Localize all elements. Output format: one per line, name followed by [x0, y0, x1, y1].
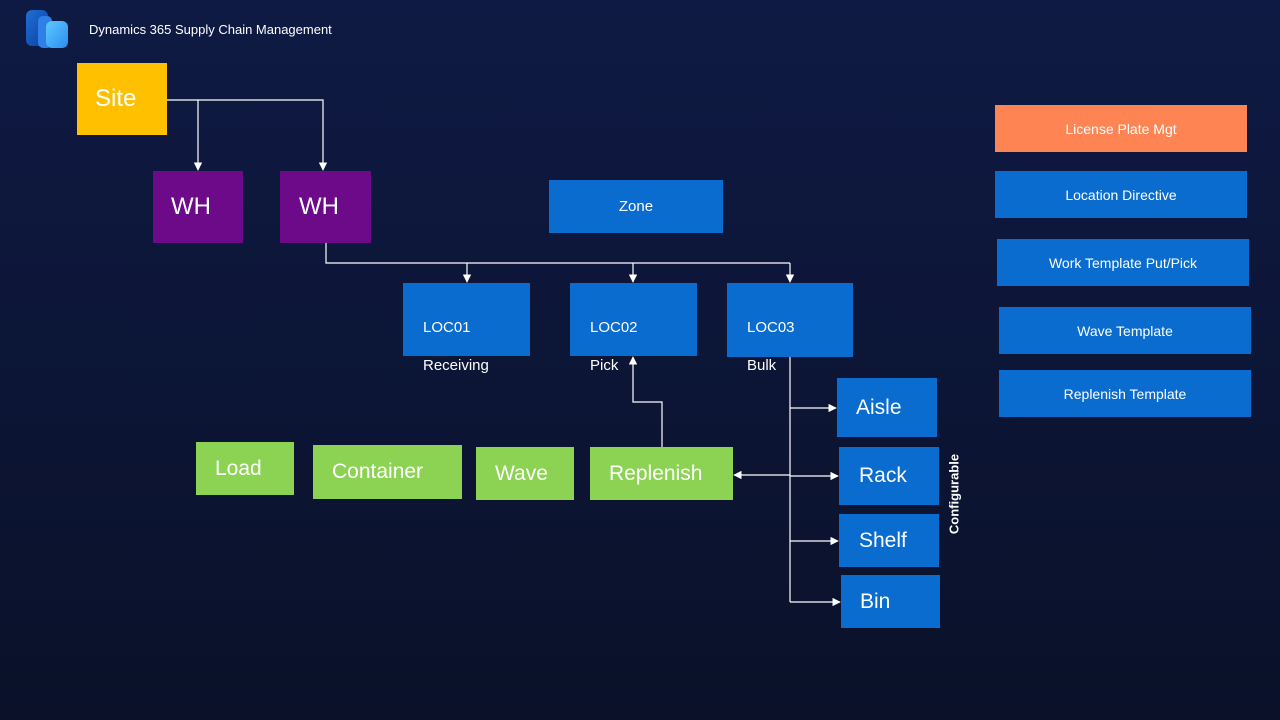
side-item-replenish-template: Replenish Template [999, 370, 1251, 417]
zone-box: Zone [549, 180, 723, 233]
process-box-wave: Wave [476, 447, 574, 500]
process-box-replenish: Replenish [590, 447, 733, 500]
app-title: Dynamics 365 Supply Chain Management [89, 22, 332, 37]
dynamics-365-logo-icon [26, 10, 68, 48]
location-name: Pick [590, 357, 619, 374]
connector-replenish-loc02 [628, 356, 663, 447]
warehouse-box-1: WH [153, 171, 243, 243]
level-box-aisle: Aisle [837, 378, 937, 437]
warehouse-box-2: WH [280, 171, 371, 243]
license-plate-box: License Plate Mgt [995, 105, 1247, 152]
level-box-shelf: Shelf [839, 514, 939, 567]
location-code: LOC01 [423, 319, 471, 336]
location-code: LOC03 [747, 319, 795, 336]
configurable-label: Configurable [946, 453, 962, 535]
location-name: Receiving [423, 357, 489, 374]
level-box-rack: Rack [839, 447, 939, 505]
side-item-wave-template: Wave Template [999, 307, 1251, 354]
location-box-loc03: LOC03 Bulk [727, 283, 853, 374]
process-box-container: Container [313, 445, 462, 499]
site-box: Site [77, 63, 167, 135]
process-box-load: Load [196, 442, 294, 495]
side-item-location-directive: Location Directive [995, 171, 1247, 218]
side-item-work-template: Work Template Put/Pick [997, 239, 1249, 286]
location-code: LOC02 [590, 319, 638, 336]
connector-site-wh1 [167, 99, 203, 171]
connector-wh-bus [325, 243, 790, 264]
location-name: Bulk [747, 357, 777, 374]
location-box-loc02: LOC02 Pick [570, 283, 697, 374]
connector-site-wh2 [198, 99, 328, 171]
location-box-loc01: LOC01 Receiving [403, 283, 530, 374]
level-box-bin: Bin [841, 575, 940, 628]
